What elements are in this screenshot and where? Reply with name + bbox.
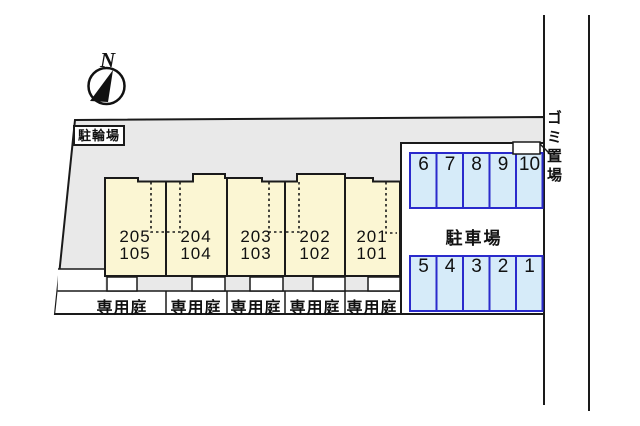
garbage-leader-line — [539, 143, 552, 156]
stall-9: 9 — [497, 154, 509, 175]
unit-label-201-101: 201 101 — [340, 227, 404, 263]
unit-105: 105 — [119, 243, 151, 263]
parking-row-back — [409, 152, 544, 209]
garden-label-5: 専用庭 — [346, 300, 398, 317]
garbage-storage-label: ゴミ置場 — [545, 110, 562, 186]
north-compass-icon — [87, 66, 126, 106]
unit-102: 102 — [299, 243, 331, 263]
unit-202: 202 — [299, 227, 331, 246]
unit-104: 104 — [180, 243, 212, 263]
stall-4: 4 — [444, 256, 456, 277]
parking-lot-label: 駐車場 — [445, 229, 503, 248]
unit-label-204-104: 204 104 — [164, 227, 228, 263]
stall-5: 5 — [418, 256, 429, 277]
unit-201: 201 — [356, 227, 388, 246]
entrance-porches — [106, 276, 401, 292]
stall-8: 8 — [471, 154, 482, 175]
unit-101: 101 — [356, 243, 388, 263]
garden-label-1: 専用庭 — [96, 300, 148, 317]
walkway-area — [57, 269, 105, 292]
unit-203: 203 — [240, 227, 272, 246]
bicycle-parking-label: 駐輪場 — [73, 125, 125, 146]
garbage-box — [512, 141, 541, 155]
compass-north-label: N — [100, 48, 116, 72]
unit-204: 204 — [180, 227, 212, 246]
stall-7: 7 — [444, 154, 456, 175]
stall-6: 6 — [418, 154, 429, 175]
stall-1: 1 — [524, 256, 535, 277]
building-outline — [104, 173, 401, 277]
entry-corridor-dashes — [150, 182, 397, 234]
unit-205: 205 — [119, 227, 151, 246]
garden-label-2: 専用庭 — [170, 300, 222, 317]
unit-label-205-105: 205 105 — [103, 227, 167, 263]
stall-10: 10 — [518, 154, 541, 175]
stall-2: 2 — [497, 256, 509, 277]
unit-label-203-103: 203 103 — [224, 227, 288, 263]
parking-row-front — [409, 255, 544, 312]
stall-3: 3 — [471, 256, 482, 277]
unit-label-202-102: 202 102 — [283, 227, 347, 263]
garden-label-3: 専用庭 — [230, 300, 282, 317]
unit-103: 103 — [240, 243, 272, 263]
garden-label-4: 専用庭 — [289, 300, 341, 317]
